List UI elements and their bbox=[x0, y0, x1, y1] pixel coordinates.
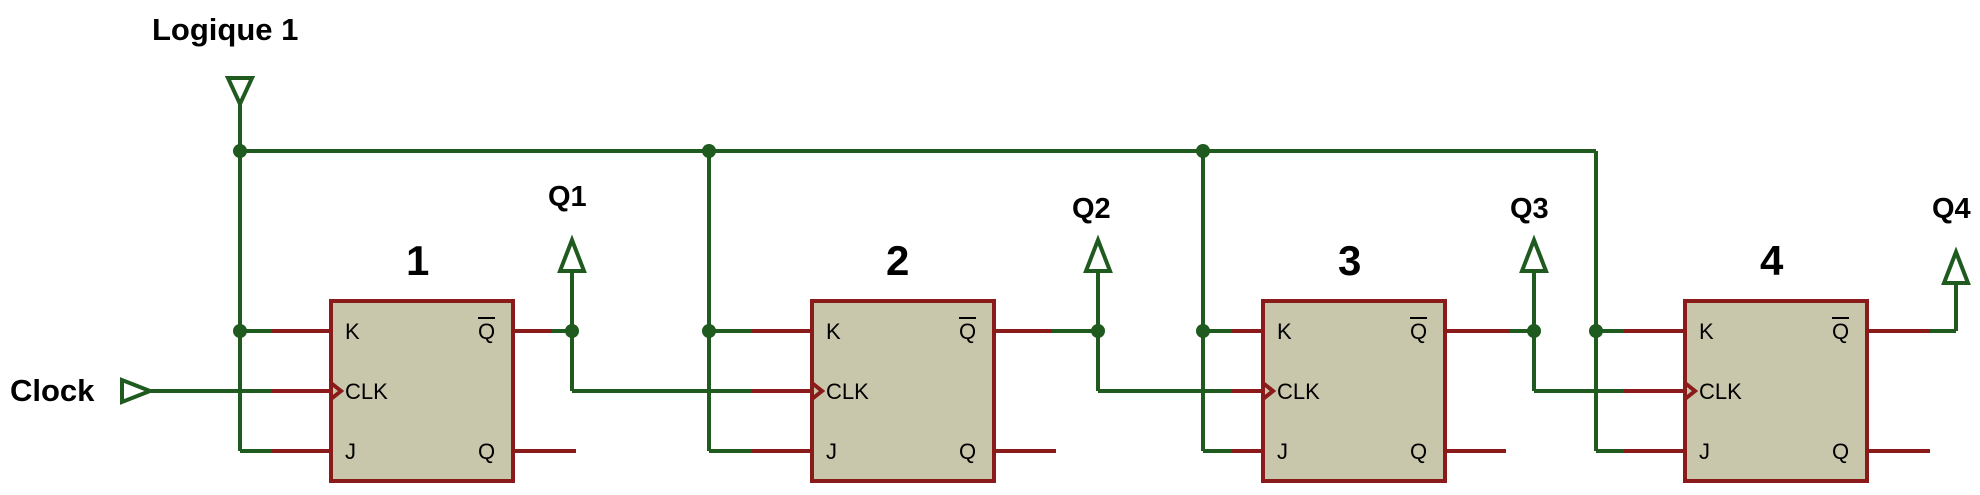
pin-k: K bbox=[345, 319, 360, 344]
pin-qbar: Q bbox=[1832, 319, 1849, 344]
pin-clk: CLK bbox=[1699, 379, 1742, 404]
pin-q: Q bbox=[478, 439, 495, 464]
pin-clk: CLK bbox=[345, 379, 388, 404]
q1-label: Q1 bbox=[548, 181, 587, 213]
flipflop-4: 4 K CLK J Q Q bbox=[1596, 237, 1956, 483]
flipflop-3: 3 K CLK J Q Q bbox=[1203, 237, 1534, 483]
junction-dot bbox=[233, 324, 247, 338]
logic-one-label: Logique 1 bbox=[152, 12, 298, 47]
ff-body bbox=[810, 299, 996, 483]
junction-dot bbox=[702, 324, 716, 338]
pin-j: J bbox=[1699, 439, 1710, 464]
pin-k: K bbox=[1699, 319, 1714, 344]
pin-qbar: Q bbox=[478, 319, 495, 344]
ff-body bbox=[1261, 299, 1447, 483]
pin-j: J bbox=[1277, 439, 1288, 464]
pin-q: Q bbox=[959, 439, 976, 464]
clock-terminal bbox=[120, 377, 156, 405]
pin-j: J bbox=[826, 439, 837, 464]
junction-dot bbox=[702, 144, 716, 158]
q3-label: Q3 bbox=[1510, 193, 1549, 225]
ff-number: 3 bbox=[1338, 237, 1361, 284]
junction-dot bbox=[1091, 324, 1105, 338]
pin-k: K bbox=[826, 319, 841, 344]
pin-qbar: Q bbox=[959, 319, 976, 344]
pin-clk: CLK bbox=[826, 379, 869, 404]
pin-q: Q bbox=[1410, 439, 1427, 464]
junction-dot bbox=[1196, 324, 1210, 338]
junction-dot bbox=[1196, 144, 1210, 158]
pin-q: Q bbox=[1832, 439, 1849, 464]
ff-number: 2 bbox=[886, 237, 909, 284]
pin-j: J bbox=[345, 439, 356, 464]
junction-dot bbox=[565, 324, 579, 338]
junction-dot bbox=[1589, 324, 1603, 338]
pin-qbar: Q bbox=[1410, 319, 1427, 344]
junction-dot bbox=[1527, 324, 1541, 338]
flipflop-2: 2 K CLK J Q Q bbox=[709, 237, 1098, 483]
clock-label: Clock bbox=[10, 373, 95, 408]
flipflop-1: 1 K CLK J Q Q bbox=[240, 237, 576, 483]
ff-number: 4 bbox=[1760, 237, 1784, 284]
q2-label: Q2 bbox=[1072, 193, 1111, 225]
q1-terminal bbox=[557, 234, 587, 273]
ff-number: 1 bbox=[406, 237, 429, 284]
logic-one-terminal bbox=[224, 76, 256, 109]
q2-terminal bbox=[1083, 234, 1113, 273]
junction-dot bbox=[233, 144, 247, 158]
pin-clk: CLK bbox=[1277, 379, 1320, 404]
q4-label: Q4 bbox=[1932, 193, 1971, 225]
pin-k: K bbox=[1277, 319, 1292, 344]
q4-terminal bbox=[1941, 246, 1971, 285]
q3-terminal bbox=[1519, 234, 1549, 273]
